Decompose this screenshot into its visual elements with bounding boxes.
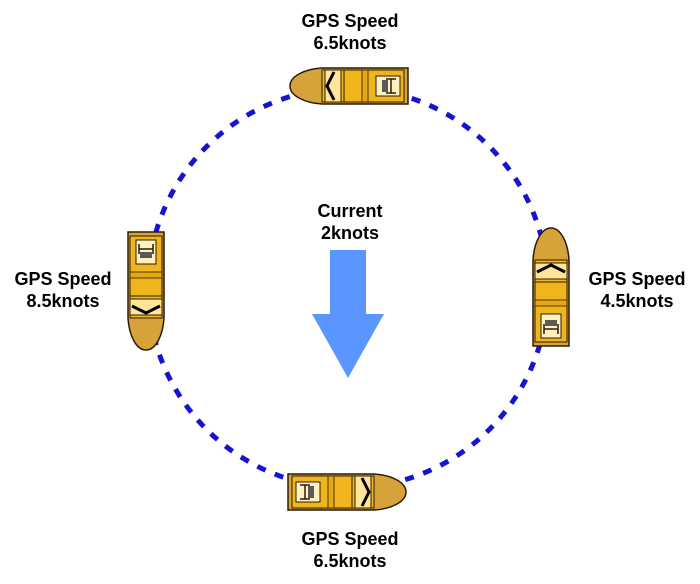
label-right-boat: GPS Speed 4.5knots xyxy=(578,268,696,312)
boat-icon-bottom xyxy=(286,472,408,512)
label-bottom-boat: GPS Speed 6.5knots xyxy=(280,528,420,572)
boat-icon-left xyxy=(126,230,166,352)
label-left-title: GPS Speed xyxy=(14,269,112,289)
label-bottom-value: 6.5knots xyxy=(313,551,387,571)
boat-icon-top xyxy=(288,66,410,106)
label-current-value: 2knots xyxy=(320,223,380,243)
label-bottom-title: GPS Speed xyxy=(301,529,399,549)
label-right-value: 4.5knots xyxy=(600,291,674,311)
label-current: Current 2knots xyxy=(290,200,410,244)
boat-icon-right xyxy=(531,226,571,348)
label-top-title: GPS Speed xyxy=(301,11,399,31)
label-current-title: Current xyxy=(317,201,383,221)
label-left-boat: GPS Speed 8.5knots xyxy=(4,268,122,312)
label-left-value: 8.5knots xyxy=(26,291,100,311)
label-right-title: GPS Speed xyxy=(588,269,686,289)
label-top-value: 6.5knots xyxy=(313,33,387,53)
down-arrow-icon xyxy=(312,250,384,378)
label-top-boat: GPS Speed 6.5knots xyxy=(280,10,420,54)
